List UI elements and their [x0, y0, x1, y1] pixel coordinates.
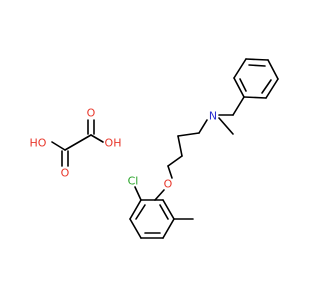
phenyl-inner-1 [248, 64, 266, 67]
oxalic-carbonyl-o-bottom-label: O [61, 167, 70, 180]
ether-o-label: O [164, 178, 173, 191]
ether-oxygen: O [154, 178, 173, 201]
chain-bond-2 [177, 135, 183, 157]
chloro-label: Cl [128, 175, 139, 188]
chain-bond-4 [167, 165, 173, 179]
aryl-bond-5 [162, 218, 175, 239]
phenyl-inner-3 [239, 78, 247, 92]
aryl-bond-2 [129, 199, 142, 220]
phenyl-bond-2 [267, 59, 279, 80]
bond-c2-oh [90, 134, 104, 143]
phenyl-inner-2 [261, 79, 272, 94]
amine-n-label: N [209, 110, 217, 123]
oxalic-carbonyl-o-top-label: O [87, 107, 96, 120]
aryl-bond-3 [129, 218, 142, 239]
aryl-ring [129, 186, 194, 239]
phenyl-bond-1 [245, 58, 269, 61]
molecule-canvas: HO O O OH N O [30, 58, 279, 239]
chain-bond-1 [177, 132, 200, 137]
oxalic-acid: HO O O OH [30, 107, 122, 180]
oxalic-oh-label: OH [105, 137, 122, 150]
phenyl-bond-6 [233, 58, 247, 79]
oxalic-ho-label: HO [30, 137, 47, 150]
o-aryl-bond [154, 189, 165, 201]
n-methyl-bond [218, 117, 234, 135]
phenyl-bond-4 [243, 96, 267, 99]
bond-c1-c2 [64, 134, 92, 151]
phenyl-bond-5 [233, 77, 245, 98]
aryl-inner-1 [135, 204, 146, 220]
chain-bond-3 [167, 155, 183, 167]
aryl-bond-6 [162, 199, 175, 220]
structure-svg: HO O O OH N O [30, 58, 279, 239]
phenyl-bond-3 [265, 78, 279, 99]
bond-ho-c1 [51, 141, 66, 151]
benzyl-group [218, 58, 279, 116]
aryl-cl-bond [134, 186, 142, 201]
amine-center: N [198, 110, 234, 135]
n-chain-bond [198, 119, 208, 134]
benzyl-ch2-bond [232, 96, 245, 116]
butyl-chain [167, 132, 200, 179]
aryl-inner-3 [159, 204, 169, 220]
